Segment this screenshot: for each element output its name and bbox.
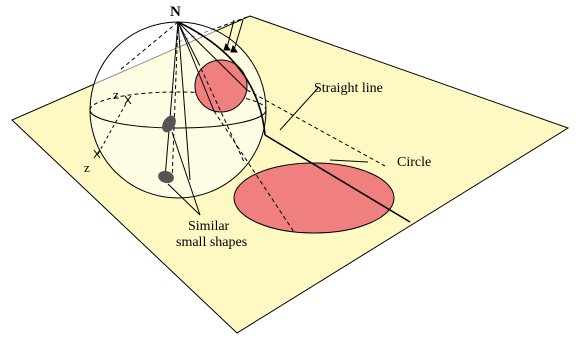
meridian-arc	[177, 21, 266, 136]
circle-pointer	[329, 159, 369, 163]
z-label-lower: z	[84, 160, 90, 175]
circle-label: Circle	[397, 155, 431, 170]
projected-straight-line	[264, 134, 411, 223]
equator-front	[89, 109, 267, 129]
north-label: N	[170, 4, 181, 20]
arrows-to-circle	[223, 19, 244, 53]
small-shape-sphere	[162, 115, 176, 133]
similar-shapes-label-line2: small shapes	[176, 235, 247, 250]
straight-line-label: Straight line	[314, 81, 383, 96]
small-shape-plane	[158, 170, 174, 184]
sphere-circle	[194, 59, 248, 113]
z-markers	[93, 95, 132, 159]
projected-circle	[233, 162, 395, 234]
equator-back	[89, 91, 267, 111]
similar-shapes-pointers	[167, 131, 201, 216]
sphere	[89, 21, 267, 199]
projection-rays	[119, 21, 386, 233]
plane-hidden-edge	[177, 15, 251, 43]
similar-shapes-label-line1: Similar	[188, 219, 230, 234]
straight-line-pointer	[279, 87, 319, 131]
z-label-upper: z	[113, 87, 119, 102]
